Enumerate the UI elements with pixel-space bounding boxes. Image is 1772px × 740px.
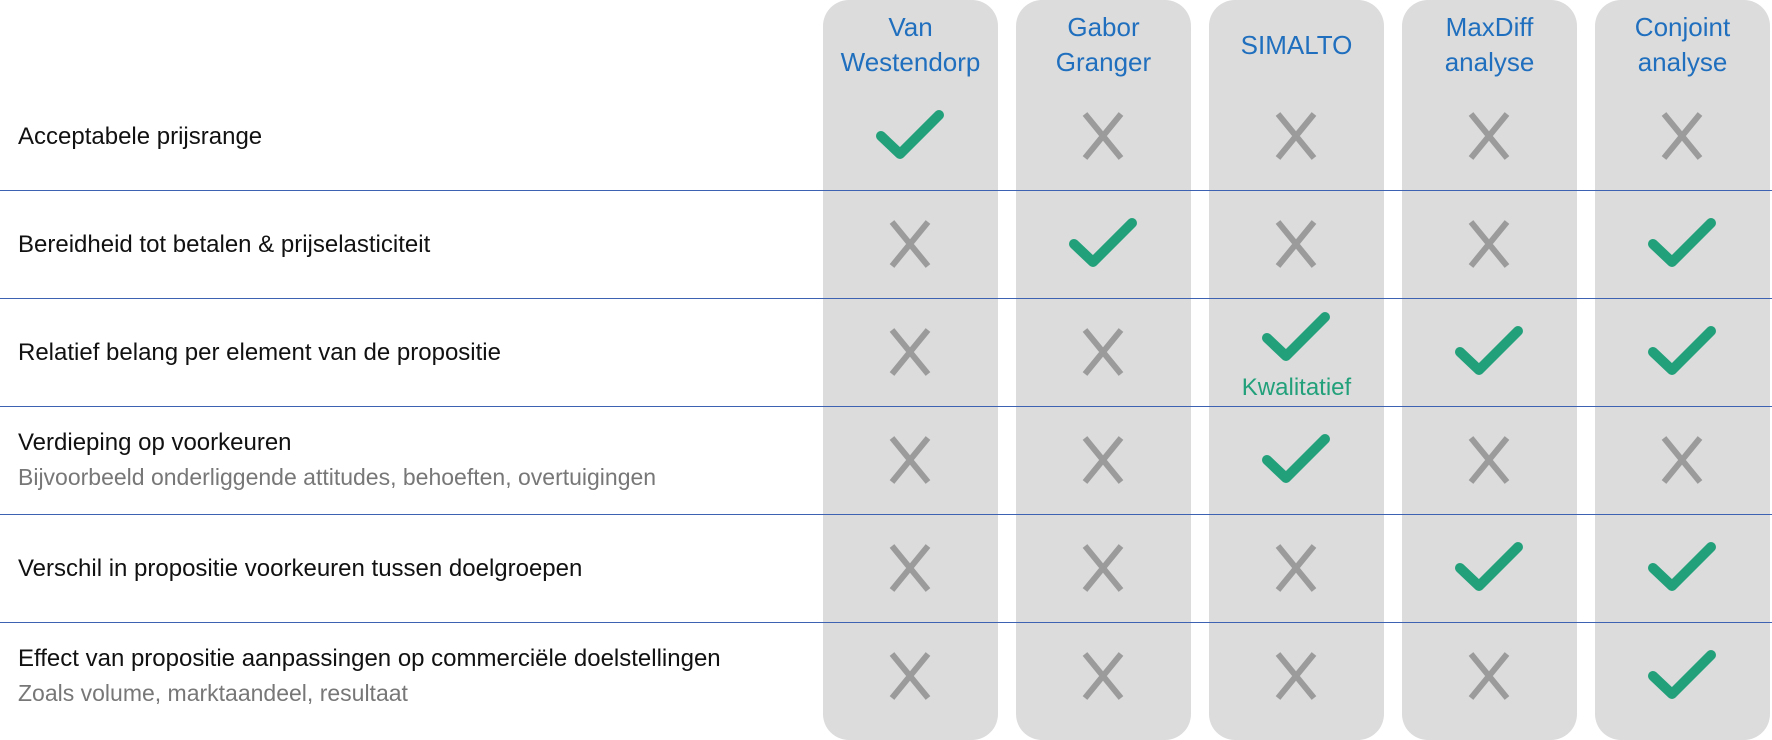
row-label: Bereidheid tot betalen & prijselasticite… <box>18 190 818 298</box>
cross-icon <box>1454 214 1524 274</box>
column-header-line: MaxDiff <box>1445 12 1534 42</box>
column-header-line: Granger <box>1055 47 1152 77</box>
check-icon <box>1261 430 1331 490</box>
column-background <box>823 0 998 740</box>
column-background <box>1209 0 1384 740</box>
row-title: Effect van propositie aanpassingen op co… <box>18 645 721 672</box>
check-icon <box>1454 322 1524 382</box>
column-header-line: Conjoint <box>1634 12 1731 42</box>
row-divider <box>0 190 1772 191</box>
column-background <box>1402 0 1577 740</box>
cell-note: Kwalitatief <box>1241 374 1352 401</box>
column-header-text: Conjoint analyse <box>1635 10 1730 80</box>
cross-icon <box>1454 106 1524 166</box>
check-icon <box>1647 322 1717 382</box>
row-label: Verschil in propositie voorkeuren tussen… <box>18 514 818 622</box>
column-header-line: SIMALTO <box>1240 29 1353 60</box>
row-label: Acceptabele prijsrange <box>18 82 818 190</box>
check-icon <box>1068 214 1138 274</box>
column-header-line: analyse <box>1444 47 1535 77</box>
cross-icon <box>1068 430 1138 490</box>
cross-icon <box>875 214 945 274</box>
check-icon <box>1647 538 1717 598</box>
column-header: SIMALTO <box>1209 10 1384 80</box>
cross-icon <box>1068 106 1138 166</box>
cross-icon <box>1647 106 1717 166</box>
cross-icon <box>1068 646 1138 706</box>
column-header-line: Westendorp <box>840 47 981 77</box>
cross-icon <box>1261 214 1331 274</box>
row-title: Verschil in propositie voorkeuren tussen… <box>18 554 583 582</box>
row-title: Verdieping op voorkeuren <box>18 429 292 456</box>
row-divider <box>0 298 1772 299</box>
column-header-line: Van <box>888 12 933 42</box>
column-background <box>1595 0 1770 740</box>
column-header-text: SIMALTO <box>1241 28 1353 63</box>
cross-icon <box>1068 322 1138 382</box>
row-divider <box>0 406 1772 407</box>
column-header-text: MaxDiff analyse <box>1445 10 1535 80</box>
row-subtitle: Zoals volume, marktaandeel, resultaat <box>18 680 408 706</box>
cross-icon <box>1647 430 1717 490</box>
check-icon <box>875 106 945 166</box>
cross-icon <box>875 538 945 598</box>
cross-icon <box>1454 430 1524 490</box>
column-header: MaxDiff analyse <box>1402 10 1577 80</box>
cross-icon <box>1454 646 1524 706</box>
check-icon <box>1454 538 1524 598</box>
row-divider <box>0 514 1772 515</box>
row-title: Relatief belang per element van de propo… <box>18 338 501 366</box>
check-icon <box>1647 646 1717 706</box>
row-title: Bereidheid tot betalen & prijselasticite… <box>18 230 431 258</box>
row-subtitle: Bijvoorbeeld onderliggende attitudes, be… <box>18 464 657 490</box>
row-title: Acceptabele prijsrange <box>18 122 263 150</box>
cross-icon <box>875 430 945 490</box>
row-label: Relatief belang per element van de propo… <box>18 298 818 406</box>
column-header: Conjoint analyse <box>1595 10 1770 80</box>
check-icon <box>1647 214 1717 274</box>
column-header-line: analyse <box>1637 47 1728 77</box>
row-label: Effect van propositie aanpassingen op co… <box>18 622 818 730</box>
cross-icon <box>1261 646 1331 706</box>
cross-icon <box>875 646 945 706</box>
cross-icon <box>1261 538 1331 598</box>
column-header-line: Gabor <box>1067 12 1140 42</box>
cross-icon <box>875 322 945 382</box>
column-background <box>1016 0 1191 740</box>
cross-icon <box>1068 538 1138 598</box>
cross-icon <box>1261 106 1331 166</box>
check-icon <box>1261 308 1331 368</box>
row-divider <box>0 622 1772 623</box>
